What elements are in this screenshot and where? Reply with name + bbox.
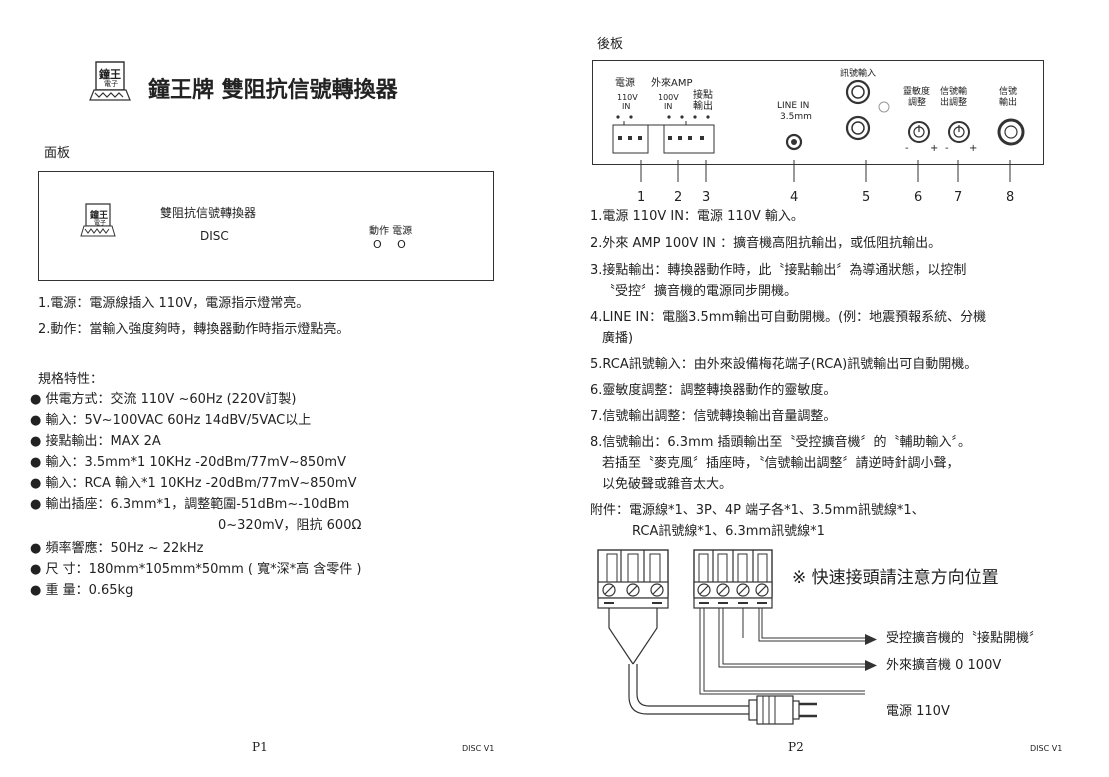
item-desc: 1.電源 110V IN：電源 110V 輸入。 [590, 209, 804, 224]
wire-label-contact: 受控擴音機的〝接點開機〞 [886, 631, 1043, 646]
page-number-right: P2 [788, 740, 804, 754]
linein-size: 3.5mm [780, 112, 812, 122]
panel-product-name: 雙阻抗信號轉換器 [160, 206, 257, 220]
rca-label: 訊號輸入 [840, 69, 877, 79]
callout-lines [640, 160, 1011, 182]
contact-label-1: 接點 [693, 90, 713, 101]
callout-number: 1 [637, 190, 646, 205]
linein-label: LINE IN [777, 101, 810, 111]
sensitivity-plus: + [930, 143, 939, 154]
spec-line: ● 尺 寸：180mm*105mm*50mm ( 寬*深*高 含零件 ) [30, 562, 362, 577]
callout-number: 2 [674, 190, 683, 205]
power-in: IN [622, 102, 631, 111]
output-adjust-plus: + [969, 143, 978, 154]
sensitivity-label-2: 調整 [908, 98, 927, 108]
item-desc: 5.RCA訊號輸入：由外來設備梅花端子(RCA)訊號輸出可自動開機。 [590, 357, 978, 372]
output-adjust-minus: - [945, 143, 949, 154]
spec-line: ● 頻率響應：50Hz ~ 22kHz [30, 541, 204, 556]
item-desc: 以免破聲或雜音太大。 [602, 477, 733, 492]
spec-line: ● 供電方式：交流 110V ~60Hz (220V訂製) [30, 392, 297, 407]
amp-voltage: 100V [658, 93, 679, 102]
doc-code-right: DISC V1 [1030, 744, 1063, 753]
callout-number: 3 [702, 190, 711, 205]
panel-logo-icon [80, 203, 116, 237]
callout-number: 6 [914, 190, 923, 205]
power-label: 電源 [615, 78, 635, 89]
note-power: 1.電源：電源線插入 110V，電源指示燈常亮。 [38, 296, 310, 311]
rca-jack-icon [845, 79, 871, 141]
output-jack-icon [997, 118, 1025, 146]
spec-line: ● 輸入：RCA 輸入*1 10KHz -20dBm/77mV~850mV [30, 476, 357, 491]
page-title: 鐘王牌 雙阻抗信號轉換器 [148, 78, 398, 103]
terminal-block-icon [612, 115, 715, 154]
spec-line: ● 重 量：0.65kg [30, 583, 134, 598]
item-desc: 2.外來 AMP 100V IN ：擴音機高阻抗輸出，或低阻抗輸出。 [590, 236, 942, 251]
item-desc: 6.靈敏度調整：調整轉換器動作的靈敏度。 [590, 383, 837, 398]
spec-heading: 規格特性： [38, 372, 104, 387]
item-desc: 若插至〝麥克風〞插座時，〝信號輸出調整〞請逆時針調小聲， [602, 456, 960, 471]
output-adjust-knob-icon [948, 121, 970, 143]
contact-label-2: 輸出 [693, 101, 713, 112]
accessories-line: 附件：電源線*1、3P、4P 端子各*1、3.5mm訊號線*1、 [590, 503, 925, 518]
wire-label-power: 電源 110V [886, 704, 950, 719]
output-adjust-label-2: 出調整 [940, 98, 968, 108]
spec-line: ● 輸入：5V~100VAC 60Hz 14dBV/5VAC以上 [30, 413, 312, 428]
brand-logo-icon [89, 61, 131, 101]
item-desc: 3.接點輸出：轉換器動作時，此〝接點輸出〞為導通狀態，以控制 [590, 263, 967, 278]
rear-panel-diagram: 電源 110V IN 外來AMP 100V IN 接點 輸出 LINE IN 3… [592, 60, 1044, 165]
output-label-2: 輸出 [999, 98, 1018, 108]
front-panel-diagram: 鐘王 電子 雙阻抗信號轉換器 DISC 動作 電源 O O [38, 171, 494, 281]
panel-indicator-labels: 動作 電源 [369, 226, 413, 237]
item-desc: 7.信號輸出調整：信號轉換輸出音量調整。 [590, 409, 837, 424]
callout-number: 8 [1006, 190, 1015, 205]
spec-line: ● 輸出插座：6.3mm*1，調整範圍-51dBm~-10dBm [30, 497, 350, 512]
doc-code-left: DISC V1 [462, 744, 495, 753]
power-voltage: 110V [617, 93, 638, 102]
output-label-1: 信號 [999, 87, 1018, 97]
panel-model: DISC [200, 229, 229, 243]
amp-label: 外來AMP [651, 78, 693, 89]
panel-leds: O O [373, 238, 412, 251]
rear-label: 後板 [597, 37, 624, 52]
callout-number: 4 [790, 190, 799, 205]
sensitivity-label-1: 靈敏度 [903, 87, 931, 97]
output-adjust-label-1: 信號輸 [940, 87, 968, 97]
callout-number: 7 [954, 190, 963, 205]
note-action: 2.動作：當輸入強度夠時，轉換器動作時指示燈點亮。 [38, 322, 350, 337]
page-number-left: P1 [252, 740, 268, 754]
item-desc: 8.信號輸出：6.3mm 插頭輸出至〝受控擴音機〞的〝輔助輸入〞。 [590, 435, 972, 450]
accessories-line: RCA訊號線*1、6.3mm訊號線*1 [632, 524, 825, 539]
panel-logo-bottom: 電子 [94, 220, 107, 227]
spec-line: ● 接點輸出：MAX 2A [30, 434, 161, 449]
panel-logo-top: 鐘王 [90, 211, 109, 221]
amp-in: IN [664, 102, 673, 111]
brand-logo-top: 鐘王 [99, 68, 121, 81]
spec-line: ● 輸入：3.5mm*1 10KHz -20dBm/77mV~850mV [30, 455, 346, 470]
indicator-dot-icon [878, 101, 890, 113]
wire-label-amp: 外來擴音機 0 100V [886, 658, 1002, 673]
callout-number: 5 [862, 190, 871, 205]
brand-logo-bottom: 電子 [104, 80, 118, 88]
linein-jack-icon [785, 133, 803, 151]
connector-wiring-diagram [597, 549, 877, 725]
connector-note: ※ 快速接頭請注意方向位置 [792, 568, 999, 588]
spec-line: 0~320mV，阻抗 600Ω [218, 518, 362, 533]
sensitivity-knob-icon [908, 121, 930, 143]
item-desc: 〝受控〞擴音機的電源同步開機。 [602, 284, 798, 299]
sensitivity-minus: - [905, 143, 909, 154]
item-desc: 廣播) [602, 331, 634, 346]
item-desc: 4.LINE IN：電腦3.5mm輸出可自動開機。(例：地震預報系統、分機 [590, 310, 987, 325]
panel-label: 面板 [44, 146, 71, 161]
